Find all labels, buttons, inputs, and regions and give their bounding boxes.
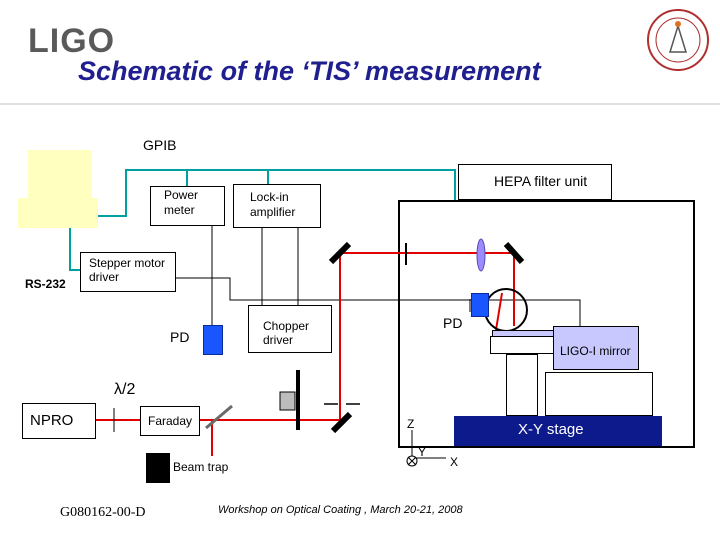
stepper-wire: [176, 277, 581, 326]
stepper-label-2: driver: [89, 270, 120, 284]
faraday-label: Faraday: [148, 414, 193, 428]
workshop-caption: Workshop on Optical Coating , March 20-2…: [218, 504, 463, 516]
xy-stage-label: X-Y stage: [518, 421, 584, 438]
npro-laser-box: [22, 403, 96, 439]
integrating-sphere: [484, 288, 528, 332]
stage-base: [545, 372, 653, 416]
axis-x-label: X: [450, 455, 459, 469]
caltech-seal-icon: [647, 9, 709, 71]
beam-trap-label: Beam trap: [173, 460, 229, 474]
rs232-cable: [69, 228, 80, 271]
gpib-label: GPIB: [143, 137, 177, 153]
chopper-driver-box: [248, 305, 332, 353]
ligo-mirror-label: LIGO-I mirror: [560, 344, 631, 358]
header-divider: [0, 103, 720, 105]
document-id: G080162-00-D: [60, 505, 146, 520]
mirror-post: [506, 354, 538, 416]
chopper-blade: [296, 370, 300, 430]
photodiode-left: [203, 325, 223, 355]
rs232-label: RS-232: [25, 277, 66, 291]
lockin-label-2: amplifier: [250, 205, 296, 219]
xy-stage: [454, 416, 662, 446]
power-meter-box: [150, 186, 225, 226]
ligo-mirror-box: [553, 326, 639, 370]
lambda2-label: λ/2: [114, 381, 136, 398]
hepa-enclosure: [398, 200, 695, 448]
hepa-label-box: [458, 164, 612, 200]
ligo-logo: LIGO: [28, 22, 116, 60]
power-meter-label-1: Power: [164, 188, 199, 202]
npro-label: NPRO: [30, 412, 74, 429]
hepa-label: HEPA filter unit: [494, 173, 588, 189]
turning-mirror-bottom: [330, 411, 353, 434]
chopper-label-1: Chopper: [263, 319, 310, 333]
lockin-amplifier-box: [233, 184, 321, 228]
computer-monitor: [28, 150, 92, 198]
pd-left-label: PD: [170, 329, 190, 345]
mirror-holder: [490, 336, 554, 354]
computer-base: [18, 198, 98, 228]
power-meter-label-2: meter: [164, 203, 195, 217]
focusing-lens: [476, 238, 486, 272]
chopper-label-2: driver: [263, 333, 294, 347]
faraday-isolator-box: [140, 406, 200, 436]
beam-trap: [146, 453, 170, 483]
axis-z-label: Z: [407, 417, 415, 431]
axis-y-label: Y: [418, 445, 427, 459]
lockin-label-1: Lock-in: [250, 190, 289, 204]
stepper-label-1: Stepper motor: [89, 256, 166, 270]
pd-right-label: PD: [443, 315, 463, 331]
turning-mirror-top-left: [328, 241, 352, 265]
chopper-wheel: [279, 391, 296, 411]
turning-mirror-top-right: [503, 242, 525, 264]
page-title: Schematic of the ‘TIS’ measurement: [78, 56, 541, 86]
pickoff-mirror: [205, 404, 233, 430]
stepper-driver-box: [80, 252, 176, 292]
photodiode-right: [471, 293, 489, 317]
gpib-cable: [98, 169, 456, 217]
